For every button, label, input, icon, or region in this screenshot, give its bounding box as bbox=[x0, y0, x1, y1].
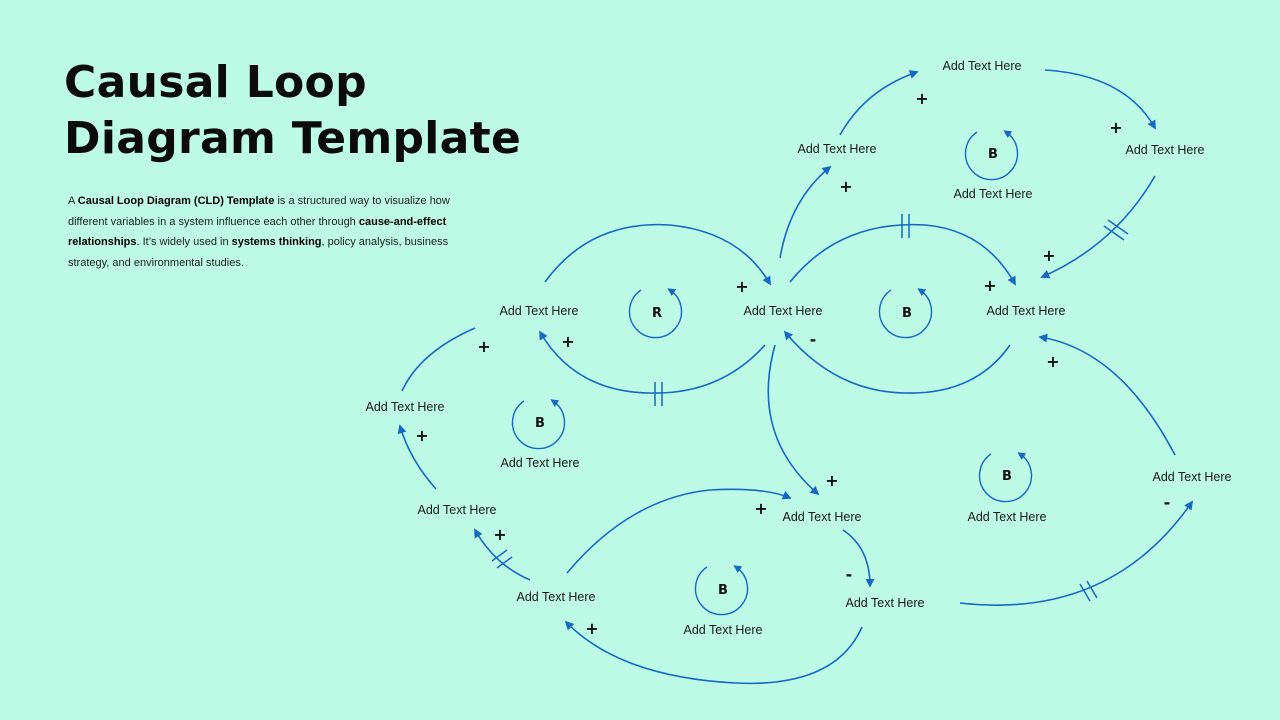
polarity-sign: + bbox=[477, 337, 490, 356]
polarity-sign: + bbox=[825, 471, 838, 490]
node-label[interactable]: Add Text Here bbox=[517, 590, 596, 604]
description: A Causal Loop Diagram (CLD) Template is … bbox=[68, 195, 450, 269]
link-n1-n3 bbox=[1044, 69, 1156, 130]
link-n6-n5 bbox=[783, 330, 1011, 394]
loop-indicator: R bbox=[628, 288, 683, 339]
polarity-sign: + bbox=[754, 499, 767, 518]
polarity-signs: + + + + + + + - + + + + + - + - + bbox=[415, 89, 1170, 638]
title-line-1: Causal Loop bbox=[64, 57, 367, 108]
loop-indicator: B Add Text Here bbox=[954, 130, 1033, 201]
polarity-sign: - bbox=[810, 330, 817, 349]
link-n4-n7 bbox=[401, 327, 476, 392]
polarity-sign: + bbox=[493, 525, 506, 544]
polarity-sign: + bbox=[983, 276, 996, 295]
node-label[interactable]: Add Text Here bbox=[987, 304, 1066, 318]
link-n2-n1 bbox=[839, 70, 919, 136]
loop-type: R bbox=[652, 306, 662, 321]
title-line-2: Diagram Template bbox=[64, 113, 522, 164]
node-label[interactable]: Add Text Here bbox=[1153, 470, 1232, 484]
node-label[interactable]: Add Text Here bbox=[783, 510, 862, 524]
link-n10-n9 bbox=[566, 488, 792, 574]
delay-marks bbox=[491, 214, 1129, 602]
loop-label: Add Text Here bbox=[968, 510, 1047, 524]
node-label[interactable]: Add Text Here bbox=[846, 596, 925, 610]
link-n5-n2 bbox=[779, 165, 832, 259]
link-n11-n10 bbox=[564, 620, 863, 685]
loop-type: B bbox=[988, 147, 998, 162]
link-n8-n7 bbox=[397, 424, 437, 490]
loop-label: Add Text Here bbox=[954, 187, 1033, 201]
link-n12-n6 bbox=[1038, 333, 1176, 456]
link-n3-n6 bbox=[1040, 175, 1156, 279]
link-n5-n4 bbox=[539, 330, 766, 394]
loop-type: B bbox=[535, 416, 545, 431]
delay-mark bbox=[1079, 580, 1098, 602]
polarity-sign: + bbox=[561, 332, 574, 351]
polarity-sign: - bbox=[846, 565, 853, 584]
page-title: Causal Loop Diagram Template bbox=[64, 55, 584, 167]
link-n11-n12 bbox=[959, 500, 1194, 606]
polarity-sign: + bbox=[415, 426, 428, 445]
polarity-sign: - bbox=[1164, 493, 1171, 512]
polarity-sign: + bbox=[839, 177, 852, 196]
loop-indicator: B bbox=[878, 288, 933, 339]
link-n4-n5 bbox=[544, 223, 771, 286]
loop-indicator: B Add Text Here bbox=[968, 452, 1047, 524]
polarity-sign: + bbox=[1109, 118, 1122, 137]
links bbox=[397, 69, 1194, 685]
loop-label: Add Text Here bbox=[501, 456, 580, 470]
delay-mark bbox=[901, 214, 910, 238]
link-n5-n9 bbox=[767, 344, 820, 496]
loop-type: B bbox=[1002, 469, 1012, 484]
link-n9-n11 bbox=[842, 529, 875, 588]
loop-label: Add Text Here bbox=[684, 623, 763, 637]
delay-mark bbox=[491, 549, 513, 569]
polarity-sign: + bbox=[1042, 246, 1055, 265]
loop-indicators: B Add Text Here R B B Add Text Here B Ad… bbox=[501, 130, 1047, 637]
node-label[interactable]: Add Text Here bbox=[1126, 143, 1205, 157]
nodes: Add Text Here Add Text Here Add Text Her… bbox=[366, 59, 1232, 610]
node-label[interactable]: Add Text Here bbox=[500, 304, 579, 318]
loop-indicator: B Add Text Here bbox=[501, 399, 580, 470]
node-label[interactable]: Add Text Here bbox=[418, 503, 497, 517]
node-label[interactable]: Add Text Here bbox=[943, 59, 1022, 73]
polarity-sign: + bbox=[915, 89, 928, 108]
node-label[interactable]: Add Text Here bbox=[744, 304, 823, 318]
loop-type: B bbox=[718, 583, 728, 598]
polarity-sign: + bbox=[735, 277, 748, 296]
polarity-sign: + bbox=[1046, 352, 1059, 371]
node-label[interactable]: Add Text Here bbox=[798, 142, 877, 156]
loop-type: B bbox=[902, 306, 912, 321]
delay-mark bbox=[654, 382, 663, 406]
delay-mark bbox=[1103, 219, 1129, 241]
link-n5-n6 bbox=[789, 223, 1016, 286]
loop-indicator: B Add Text Here bbox=[684, 565, 763, 637]
polarity-sign: + bbox=[585, 619, 598, 638]
node-label[interactable]: Add Text Here bbox=[366, 400, 445, 414]
link-n10-n8 bbox=[474, 528, 531, 581]
